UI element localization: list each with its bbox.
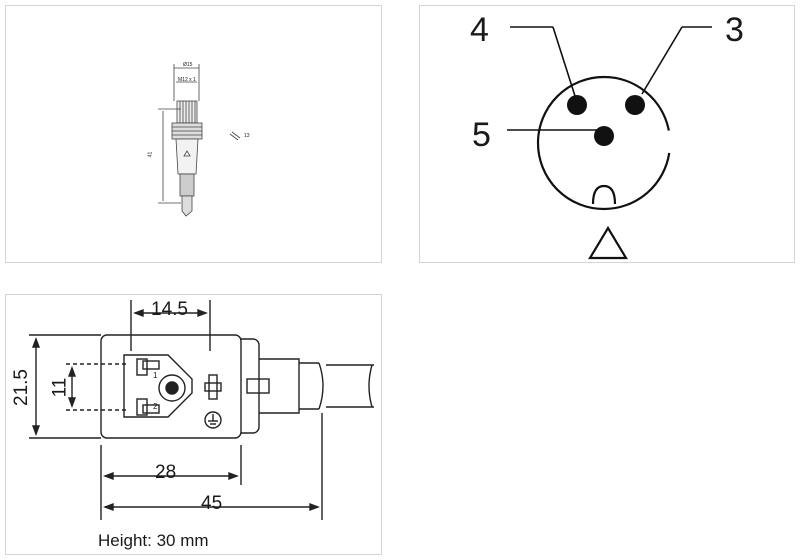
pin-3-label: 3 <box>725 11 744 49</box>
valve-plug-drawing-panel: 14.5 21.5 11 1 2 28 45 Height: 30 mm <box>5 294 382 555</box>
height-note: Height: 30 mm <box>98 531 209 550</box>
pin-2-label: 2 <box>153 402 158 411</box>
valve-plug-outline <box>29 300 374 520</box>
dim-11: 11 <box>49 377 71 398</box>
thread-label: M12 x 1 <box>178 77 196 83</box>
pin-5 <box>594 126 614 146</box>
pin-layout-panel: 4 3 5 <box>419 5 795 263</box>
diameter-label: Ø15 <box>183 62 193 68</box>
pin-face-diagram <box>507 26 712 260</box>
length-label: 41 <box>147 151 154 158</box>
dim-21-5: 21.5 <box>10 369 32 406</box>
dim-45: 45 <box>201 493 223 514</box>
dim-28: 28 <box>155 462 177 483</box>
connector-outline <box>158 64 241 217</box>
wrench-size-label: 13 <box>244 133 250 139</box>
pin-4 <box>567 95 587 115</box>
pin-4-label: 4 <box>470 11 489 49</box>
pin-3 <box>625 95 645 115</box>
pin-5-label: 5 <box>472 116 491 154</box>
pin-1-label: 1 <box>153 371 158 380</box>
dim-14-5: 14.5 <box>151 299 188 320</box>
connector-drawing-panel: Ø15 M12 x 1 41 13 <box>5 5 382 263</box>
